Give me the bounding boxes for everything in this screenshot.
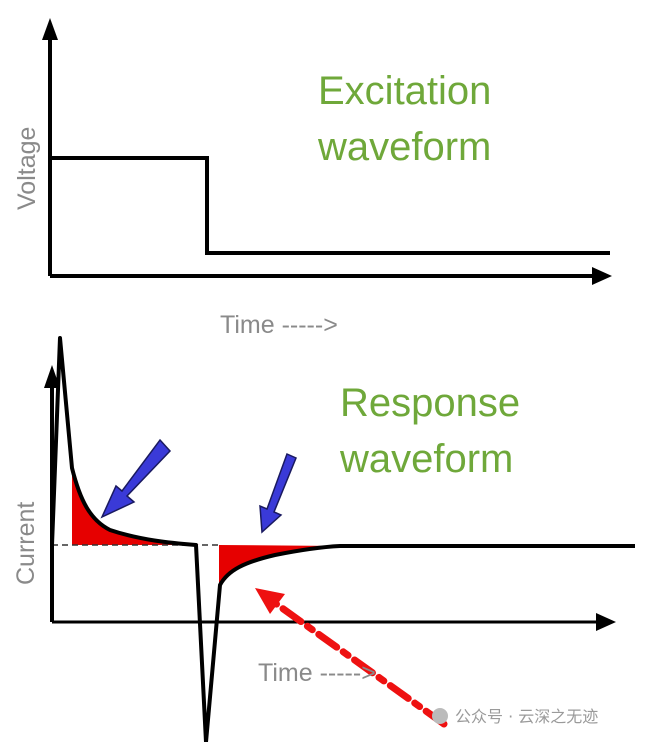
time-axis-label: Time -----> bbox=[220, 311, 338, 339]
voltage-step-waveform bbox=[50, 156, 610, 255]
time-axis-arrowhead bbox=[596, 613, 616, 631]
blue-arrow-discharging bbox=[259, 452, 297, 534]
discharging-area-fill bbox=[219, 545, 340, 590]
excitation-panel: Voltage Time -----> Excitation waveform bbox=[13, 18, 612, 339]
charging-area-fill bbox=[72, 470, 200, 545]
response-title-line2: waveform bbox=[339, 437, 513, 481]
watermark: 公众号 · 云深之无迹 bbox=[432, 707, 598, 726]
time-axis-arrowhead bbox=[592, 267, 612, 285]
excitation-title-line2: waveform bbox=[317, 125, 491, 169]
time-axis-label: Time -----> bbox=[258, 659, 376, 687]
excitation-title-line1: Excitation bbox=[318, 69, 491, 113]
voltage-axis-arrowhead bbox=[42, 18, 58, 40]
response-title-line1: Response bbox=[340, 381, 520, 425]
current-axis-arrowhead bbox=[44, 365, 60, 388]
wechat-icon bbox=[432, 708, 448, 724]
red-dashed-arrow bbox=[255, 588, 448, 728]
blue-arrow-charging bbox=[100, 438, 172, 519]
current-response-waveform bbox=[50, 336, 635, 742]
watermark-text: 公众号 · 云深之无迹 bbox=[455, 707, 598, 726]
response-panel: Current Time -----> Response waveform bbox=[12, 336, 635, 742]
current-axis-label: Current bbox=[12, 502, 40, 585]
voltage-axis-label: Voltage bbox=[13, 127, 41, 210]
